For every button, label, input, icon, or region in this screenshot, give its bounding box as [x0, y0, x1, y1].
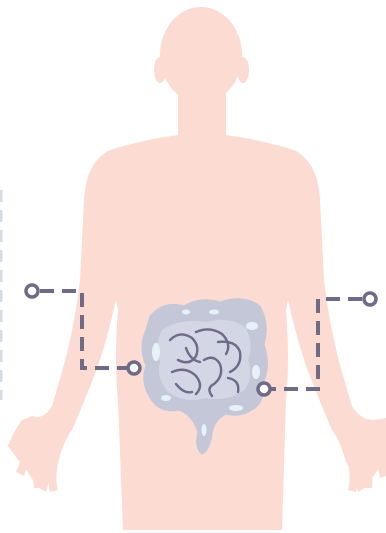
callout-node-right-outer — [364, 293, 376, 305]
body-silhouette — [8, 7, 386, 530]
callout-node-right-inner — [258, 383, 270, 395]
right-ear — [237, 57, 249, 83]
left-ear — [154, 57, 166, 83]
head — [160, 7, 242, 103]
callout-node-left-inner — [128, 362, 140, 374]
callout-node-left-outer — [26, 285, 38, 297]
neck — [178, 92, 226, 140]
